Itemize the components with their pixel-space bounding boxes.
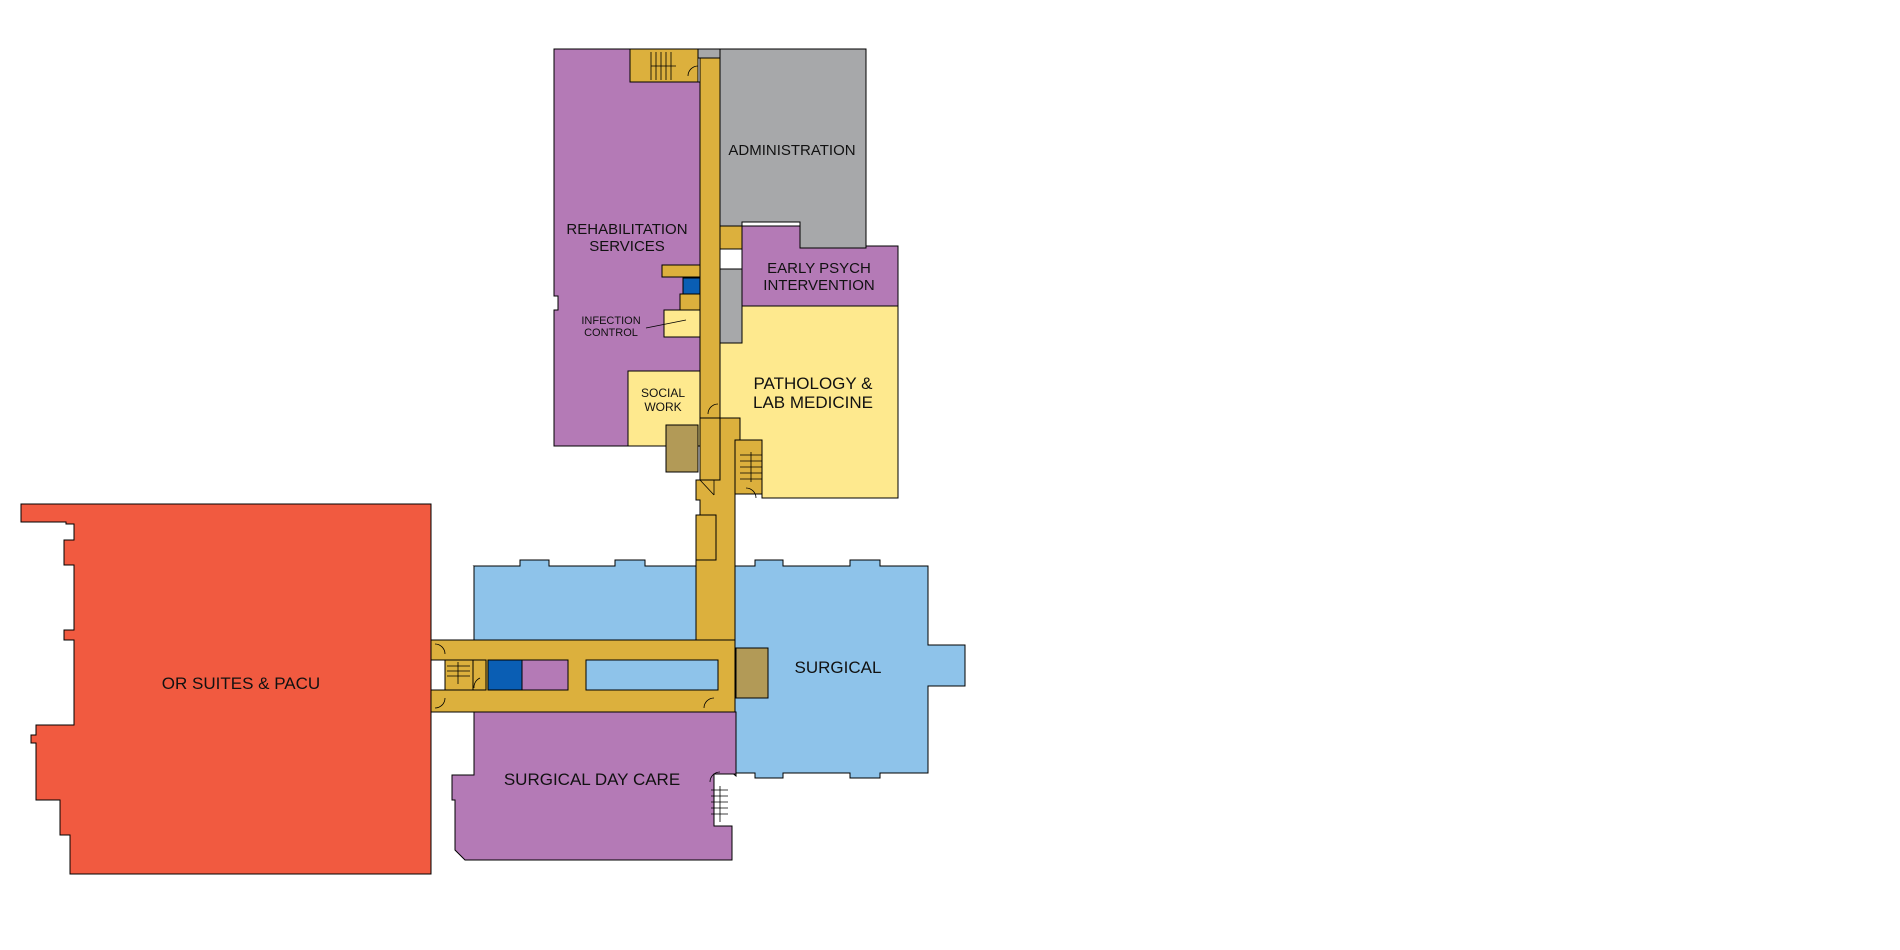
surgical-area-east[interactable] [717,559,966,779]
surgical-day-care-area[interactable] [451,711,737,861]
label-early-psych-line1: EARLY PSYCH [767,260,871,277]
service-room-south [735,647,769,699]
main-corridor-east-west [430,639,736,713]
corridor-spur-admin [719,225,743,250]
stairwell-west [444,659,474,691]
label-infection-control-line1: INFECTION [581,315,640,327]
administration-top-strip [697,48,721,59]
label-administration: ADMINISTRATION [728,142,855,159]
corridor-lobby-west [472,659,487,691]
surgical-inner-room [585,659,719,691]
label-social-work-line1: SOCIAL [641,386,685,400]
label-surgical-day-care: SURGICAL DAY CARE [504,770,680,789]
corridor-room-a [695,514,717,561]
elevator-rehab [682,277,701,295]
label-or-suites: OR SUITES & PACU [162,674,320,693]
label-pathology-line1: PATHOLOGY & [753,374,873,393]
corridor-room-b [699,417,721,481]
label-rehab-line2: SERVICES [589,238,665,255]
corridor-spur-rehab [661,264,701,278]
label-social-work-line2: WORK [644,400,681,414]
department-labels: ADMINISTRATION REHABILITATION SERVICES E… [162,142,882,789]
corridor-spur-infection [679,293,701,311]
administration-annex [719,268,743,344]
label-rehab-line1: REHABILITATION [566,221,687,238]
elevator-west [487,659,523,691]
corridor-top-stair-block [629,48,699,83]
door-swings [434,65,757,783]
or-suites-pacu-area[interactable] [20,503,432,875]
service-room-north [665,424,699,473]
label-pathology-line2: LAB MEDICINE [753,393,873,412]
surgical-area-west[interactable] [473,559,719,641]
label-surgical: SURGICAL [795,658,882,677]
stair-treads [447,52,762,822]
purple-room-corridor [521,659,569,691]
label-infection-control-line2: CONTROL [584,327,638,339]
label-early-psych-line2: INTERVENTION [763,277,874,294]
